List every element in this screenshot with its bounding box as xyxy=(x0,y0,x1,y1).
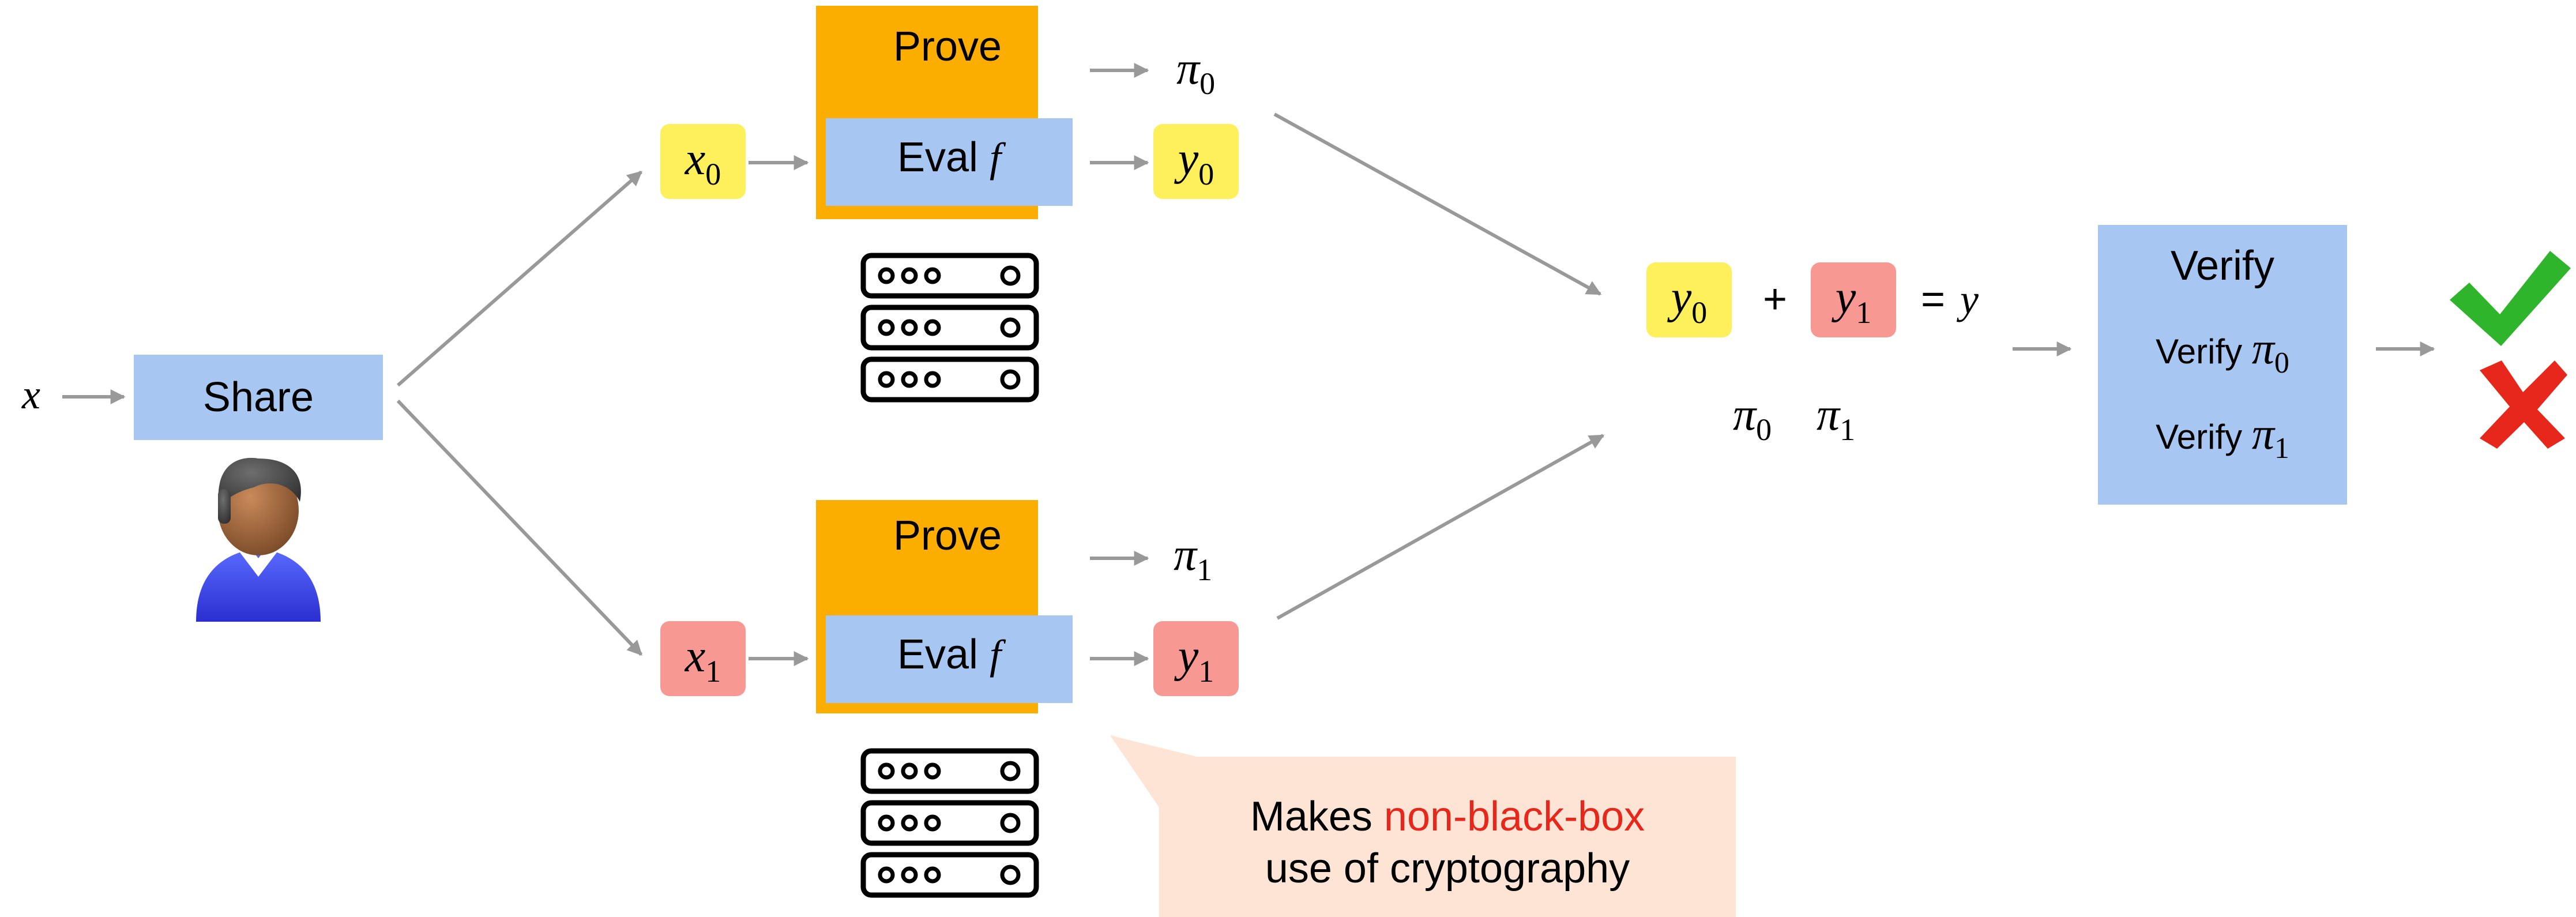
eval-label-top: Eval xyxy=(897,134,978,181)
output-y0-tag: y0 xyxy=(1153,124,1239,199)
svg-text:y0: y0 xyxy=(1174,134,1214,191)
combine-pi1-sub: 1 xyxy=(1840,412,1855,447)
combine-y0-sub: 0 xyxy=(1691,295,1707,330)
combine-y1-sub: 1 xyxy=(1856,295,1871,330)
server-rack-icon xyxy=(860,748,1039,898)
eval-box-top: Eval f xyxy=(826,118,1073,206)
svg-text:π1: π1 xyxy=(1174,529,1212,587)
pi0-var-top: π xyxy=(1176,43,1201,94)
cross-icon xyxy=(2480,360,2567,449)
arrow-top-to-combine xyxy=(1273,112,1602,296)
verify-line2-label: Verify xyxy=(2156,418,2242,456)
verify-line1-label: Verify xyxy=(2156,332,2242,371)
prove-box-bottom: Prove Eval f xyxy=(816,500,1073,713)
share-x1-tag: x1 xyxy=(660,621,746,696)
verify-line2-var: π xyxy=(2252,408,2276,458)
y1-var-bottom: y xyxy=(1174,631,1199,682)
y0-var-top: y xyxy=(1174,134,1199,185)
output-y1-tag: y1 xyxy=(1153,621,1239,696)
y0-sub-top: 0 xyxy=(1198,157,1214,191)
svg-text:π0: π0 xyxy=(1176,43,1215,101)
svg-text:Verify π0: Verify π0 xyxy=(2156,323,2289,379)
svg-text:x0: x0 xyxy=(685,134,721,191)
svg-text:x1: x1 xyxy=(685,631,721,689)
server-rack-icon xyxy=(860,253,1039,403)
pi1-sub-bottom: 1 xyxy=(1197,553,1212,587)
combine-y0-var: y xyxy=(1667,272,1692,323)
combine-plus: + xyxy=(1763,276,1787,322)
combine-result: y xyxy=(1956,276,1979,322)
x1-sub: 1 xyxy=(705,654,721,689)
svg-text:y1: y1 xyxy=(1174,631,1214,689)
callout-highlight: non-black-box xyxy=(1384,794,1645,840)
svg-text:y0: y0 xyxy=(1667,272,1708,330)
share-box: Share xyxy=(134,355,383,440)
verify-title: Verify xyxy=(2171,243,2274,289)
verify-line2-sub: 1 xyxy=(2274,432,2289,465)
pi1-var-bottom: π xyxy=(1174,529,1198,580)
svg-text:Verify π1: Verify π1 xyxy=(2156,408,2289,465)
callout-line2: use of cryptography xyxy=(1265,845,1630,892)
x0-var: x xyxy=(685,134,706,185)
eval-box-bottom: Eval f xyxy=(826,615,1073,703)
pi0-sub-top: 0 xyxy=(1199,66,1215,101)
checkmark-icon xyxy=(2450,251,2571,346)
combine-pi0-var: π xyxy=(1733,389,1757,440)
combine-pi0-sub: 0 xyxy=(1756,412,1772,447)
prove-label-bottom: Prove xyxy=(893,513,1002,559)
share-x0-tag: x0 xyxy=(660,124,746,199)
share-label: Share xyxy=(203,374,314,420)
prove-label-top: Prove xyxy=(893,24,1002,70)
eval-label-bottom: Eval xyxy=(897,632,978,678)
verify-line1-var: π xyxy=(2252,323,2276,373)
y1-sub-bottom: 1 xyxy=(1198,654,1214,689)
combine-y1-var: y xyxy=(1832,272,1856,323)
arrow-bottom-to-combine xyxy=(1276,434,1605,620)
combine-y1-tag: y1 xyxy=(1811,262,1896,337)
arrow-share-to-x1 xyxy=(396,399,643,656)
x0-sub: 0 xyxy=(705,157,721,191)
svg-text:Eval f: Eval f xyxy=(897,632,1006,678)
x1-var: x xyxy=(685,631,706,682)
svg-text:π0: π0 xyxy=(1733,389,1772,447)
svg-text:y1: y1 xyxy=(1832,272,1872,330)
verify-box: Verify Verify π0 Verify π1 xyxy=(2098,225,2347,505)
prove-box-top: Prove Eval f xyxy=(816,6,1073,219)
user-avatar-icon xyxy=(196,457,321,622)
verify-line1-sub: 0 xyxy=(2274,347,2289,379)
combine-equals: = xyxy=(1921,276,1945,322)
svg-text:π1: π1 xyxy=(1817,389,1855,447)
callout-line1-prefix: Makes xyxy=(1250,794,1384,840)
arrow-share-to-x0 xyxy=(397,170,642,387)
svg-text:Makes non-black-box: Makes non-black-box xyxy=(1250,794,1645,840)
combine-y0-tag: y0 xyxy=(1646,262,1732,337)
callout-note: Makes non-black-box use of cryptography xyxy=(1110,734,1736,917)
combine-pi1-var: π xyxy=(1817,389,1841,440)
svg-text:Eval f: Eval f xyxy=(897,134,1006,181)
input-var-x: x xyxy=(21,371,40,418)
